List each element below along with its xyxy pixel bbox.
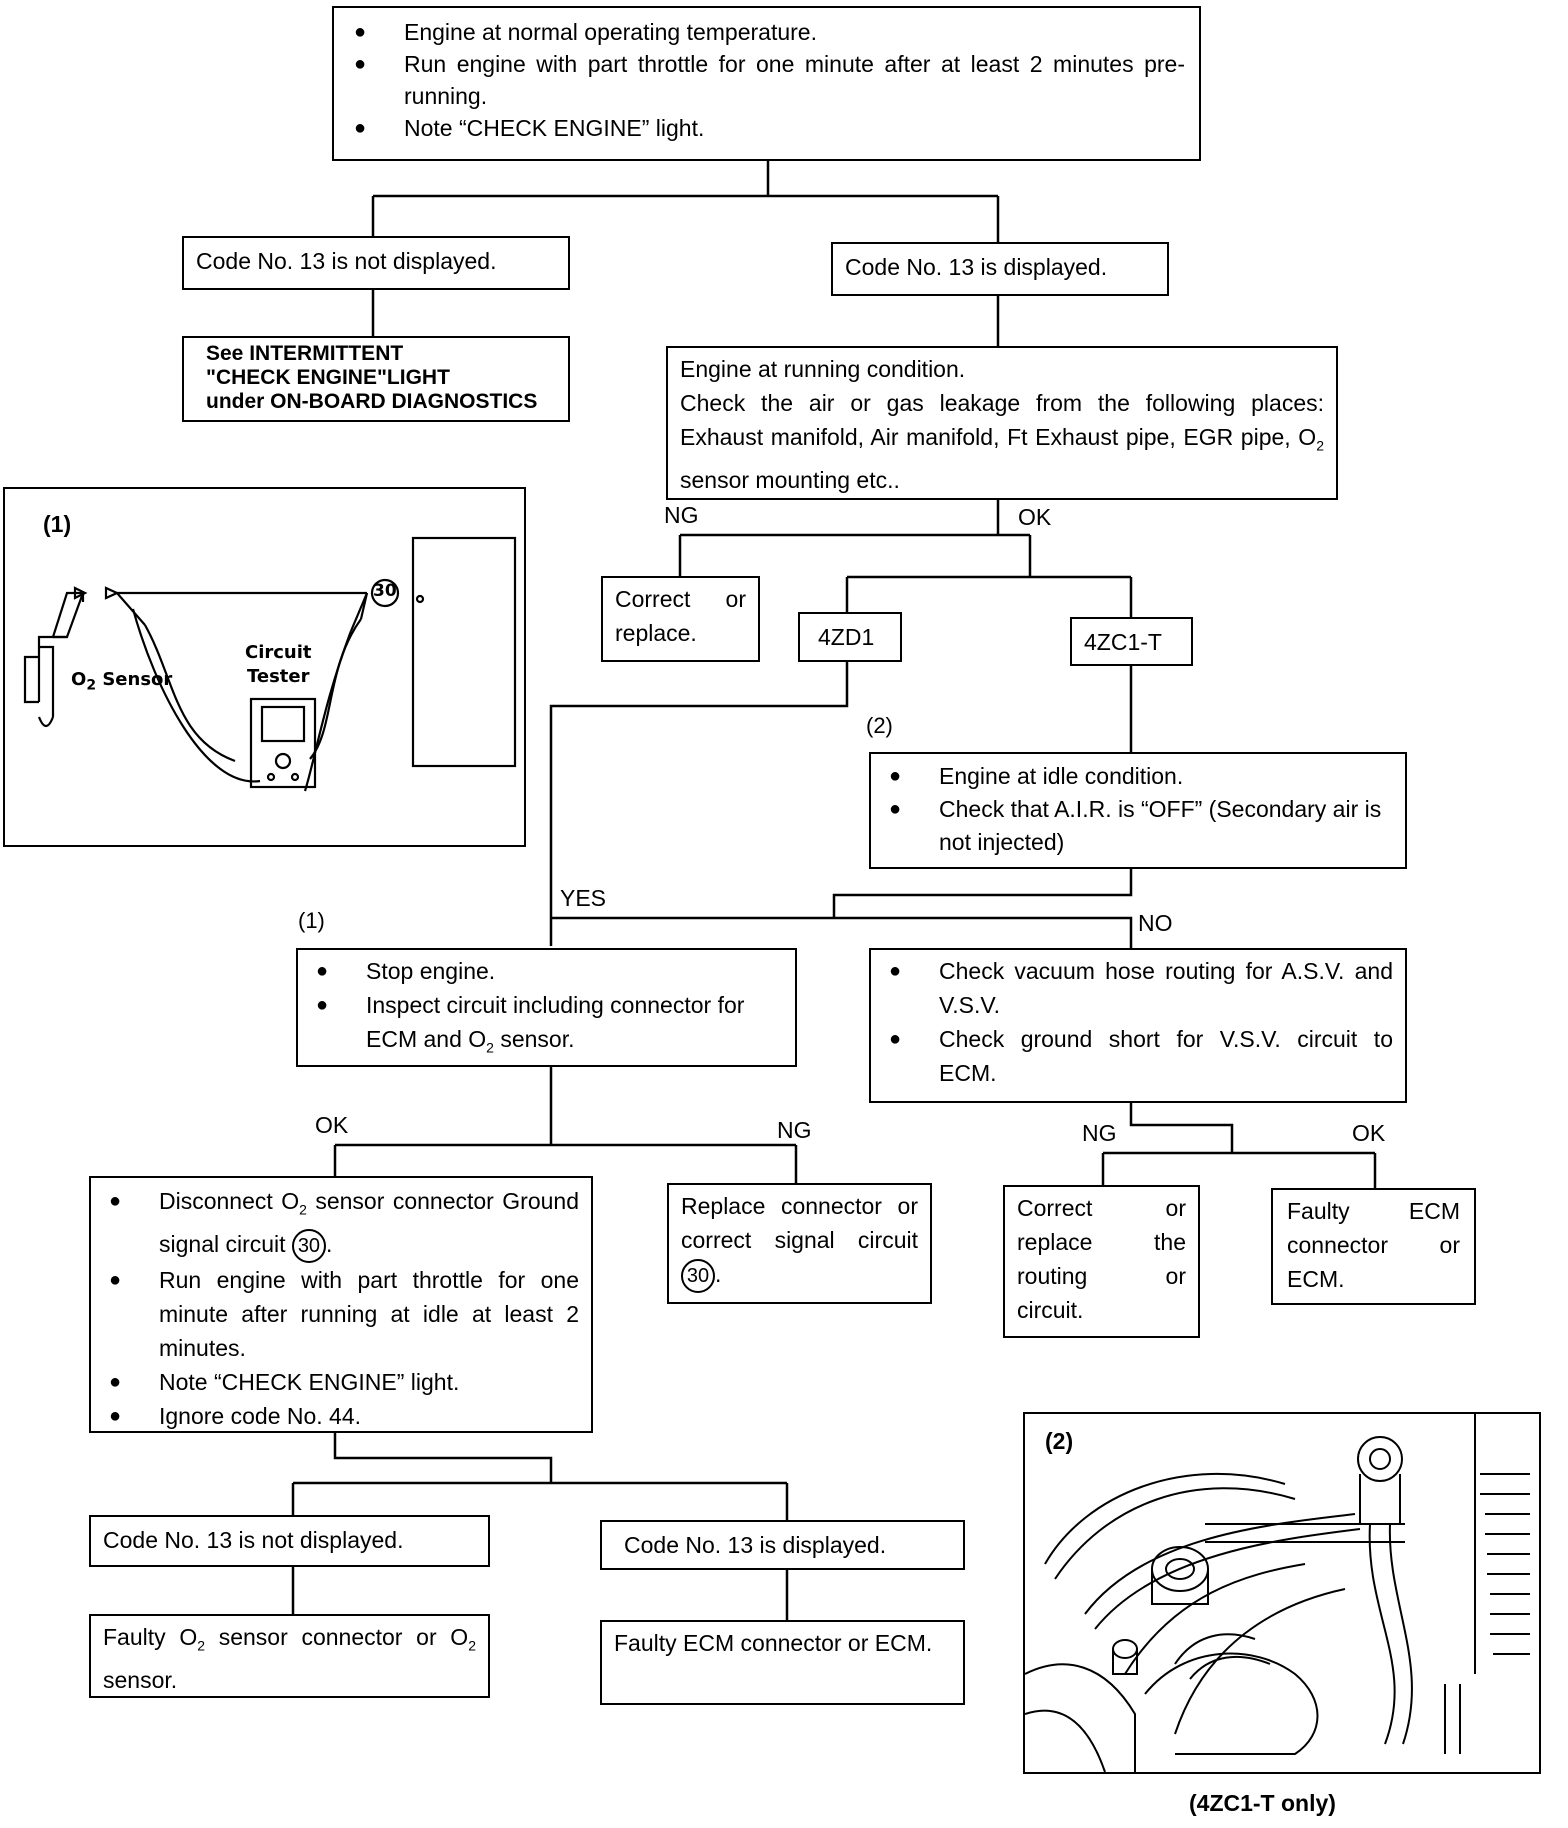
leak-check-text: sensor mounting etc.. <box>680 466 900 493</box>
intermittent-line: "CHECK ENGINE"LIGHT <box>206 366 450 389</box>
circuit-30-badge: 30 <box>681 1258 715 1293</box>
vacuum-item: Check vacuum hose routing for A.S.V. and… <box>883 954 1393 1022</box>
ok-label: OK <box>1018 504 1052 530</box>
o2-sensor-label: O2 Sensor <box>71 669 172 694</box>
disconnect-item: Ignore code No. 44. <box>103 1399 579 1433</box>
intermittent-line: See INTERMITTENT <box>206 342 404 365</box>
engine-bay-drawing <box>1025 1414 1530 1772</box>
disconnect-item: Run engine with part throttle for one mi… <box>103 1263 579 1365</box>
stop-text: sensor. <box>493 1026 575 1052</box>
vacuum-check-list: Check vacuum hose routing for A.S.V. and… <box>883 954 1393 1090</box>
disconnect-sensor-list: Disconnect O2 sensor connector Ground si… <box>103 1184 579 1433</box>
start-item: Run engine with part throttle for one mi… <box>348 48 1185 112</box>
faulty-o2-box: Faulty O2 sensor connector or O2 sensor. <box>89 1614 490 1698</box>
illustration-1-tag: (1) <box>43 511 72 537</box>
faulty-o2-text: sensor connector or O <box>205 1624 469 1650</box>
ng-label: NG <box>1082 1120 1117 1146</box>
vacuum-item: Check ground short for V.S.V. circuit to… <box>883 1022 1393 1090</box>
disconnect-text: sensor connector Ground signal circuit <box>159 1188 579 1257</box>
stop-engine-list: Stop engine. Inspect circuit including c… <box>310 954 783 1065</box>
code13-displayed-box-2: Code No. 13 is displayed. <box>600 1520 965 1570</box>
leak-check-box: Engine at running condition. Check the a… <box>666 346 1338 500</box>
start-item: Note “CHECK ENGINE” light. <box>348 112 1185 144</box>
o2-label-text: O <box>71 669 87 690</box>
disconnect-item: Disconnect O2 sensor connector Ground si… <box>103 1184 579 1263</box>
idle-item: Engine at idle condition. <box>883 760 1393 793</box>
code13-not-displayed-text: Code No. 13 is not displayed. <box>196 248 497 274</box>
engine-4zd1-box: 4ZD1 <box>798 612 902 662</box>
subscript: 2 <box>197 1637 206 1654</box>
replace-connector-text: Replace connector or correct signal circ… <box>681 1193 918 1253</box>
disconnect-text: Disconnect O <box>159 1188 300 1214</box>
vacuum-check-box: Check vacuum hose routing for A.S.V. and… <box>869 948 1407 1103</box>
no-label: NO <box>1138 910 1173 936</box>
code13-not-displayed-box-2: Code No. 13 is not displayed. <box>89 1515 490 1567</box>
faulty-ecm-box: Faulty ECM connector or ECM. <box>1271 1188 1476 1305</box>
disconnect-sensor-box: Disconnect O2 sensor connector Ground si… <box>89 1176 593 1433</box>
intermittent-box: See INTERMITTENT "CHECK ENGINE"LIGHT und… <box>182 336 570 422</box>
start-condition-list: Engine at normal operating temperature. … <box>348 16 1185 144</box>
yes-label: YES <box>560 885 607 911</box>
illustration-2-tag: (2) <box>1045 1428 1074 1454</box>
disconnect-text: . <box>325 1230 333 1257</box>
replace-connector-box: Replace connector or correct signal circ… <box>667 1183 932 1304</box>
leak-check-text: Check the air or gas leakage from the fo… <box>680 390 1324 450</box>
correct-routing-box: Correct or replace the routing or circui… <box>1003 1185 1200 1338</box>
correct-routing-text: Correct or replace the routing or circui… <box>1017 1195 1186 1323</box>
replace-connector-text: . <box>715 1261 722 1287</box>
idle-check-box: Engine at idle condition. Check that A.I… <box>869 752 1407 869</box>
correct-replace-text: Correct or replace. <box>615 586 746 646</box>
o2-sensor-tester-drawing <box>23 536 517 792</box>
o2-label-text: Sensor <box>96 669 173 690</box>
stop-item: Inspect circuit including connector for … <box>310 988 783 1065</box>
subscript: 2 <box>86 677 97 694</box>
faulty-ecm-text: Faulty ECM connector or ECM. <box>1287 1198 1460 1292</box>
faulty-o2-text: Faulty O <box>103 1624 198 1650</box>
leak-check-line1: Engine at running condition. <box>680 356 966 382</box>
faulty-o2-text: sensor. <box>103 1666 178 1693</box>
leak-check-detail: Check the air or gas leakage from the fo… <box>680 386 1324 497</box>
terminal-30-label: 30 <box>373 581 397 601</box>
ng-label: NG <box>664 502 699 528</box>
stop-item: Stop engine. <box>310 954 783 988</box>
ok-label: OK <box>315 1112 349 1138</box>
circuit-30-badge: 30 <box>291 1228 326 1263</box>
subscript: 2 <box>1316 437 1324 454</box>
subscript: 2 <box>468 1637 476 1654</box>
ng-label: NG <box>777 1117 812 1143</box>
tester-label-line: Tester <box>247 666 310 687</box>
stop-text: Inspect circuit including connector for … <box>366 992 745 1052</box>
idle-item: Check that A.I.R. is “OFF” (Secondary ai… <box>883 793 1393 859</box>
engine-4zc1t-text: 4ZC1-T <box>1084 629 1162 655</box>
engine-4zd1-text: 4ZD1 <box>818 624 875 650</box>
engine-4zc1t-box: 4ZC1-T <box>1070 617 1193 666</box>
subscript: 2 <box>486 1039 494 1056</box>
circuit-tester-label: Circuit Tester <box>245 641 312 689</box>
ok-label: OK <box>1352 1120 1386 1146</box>
intermittent-line: under ON-BOARD DIAGNOSTICS <box>206 390 538 413</box>
faulty-ecm-text: Faulty ECM connector or ECM. <box>614 1630 933 1656</box>
correct-replace-box: Correct or replace. <box>601 576 760 662</box>
start-item: Engine at normal operating temperature. <box>348 16 1185 48</box>
start-condition-box: Engine at normal operating temperature. … <box>332 6 1201 161</box>
faulty-ecm-box-2: Faulty ECM connector or ECM. <box>600 1620 965 1705</box>
stop-engine-box: Stop engine. Inspect circuit including c… <box>296 948 797 1067</box>
ref-tag-2: (2) <box>866 713 893 738</box>
code13-displayed-text: Code No. 13 is displayed. <box>624 1532 887 1558</box>
illustration-2-panel: (2) <box>1023 1412 1541 1774</box>
tester-label-line: Circuit <box>245 642 312 663</box>
idle-check-list: Engine at idle condition. Check that A.I… <box>883 760 1393 859</box>
code13-displayed-text: Code No. 13 is displayed. <box>845 254 1108 280</box>
illustration-2-caption: (4ZC1-T only) <box>1189 1790 1336 1816</box>
subscript: 2 <box>299 1201 307 1218</box>
disconnect-item: Note “CHECK ENGINE” light. <box>103 1365 579 1399</box>
code13-displayed-box: Code No. 13 is displayed. <box>831 242 1169 296</box>
ref-tag-1: (1) <box>298 908 325 933</box>
code13-not-displayed-text: Code No. 13 is not displayed. <box>103 1527 404 1553</box>
illustration-1-panel: (1) <box>3 487 526 847</box>
code13-not-displayed-box: Code No. 13 is not displayed. <box>182 236 570 290</box>
